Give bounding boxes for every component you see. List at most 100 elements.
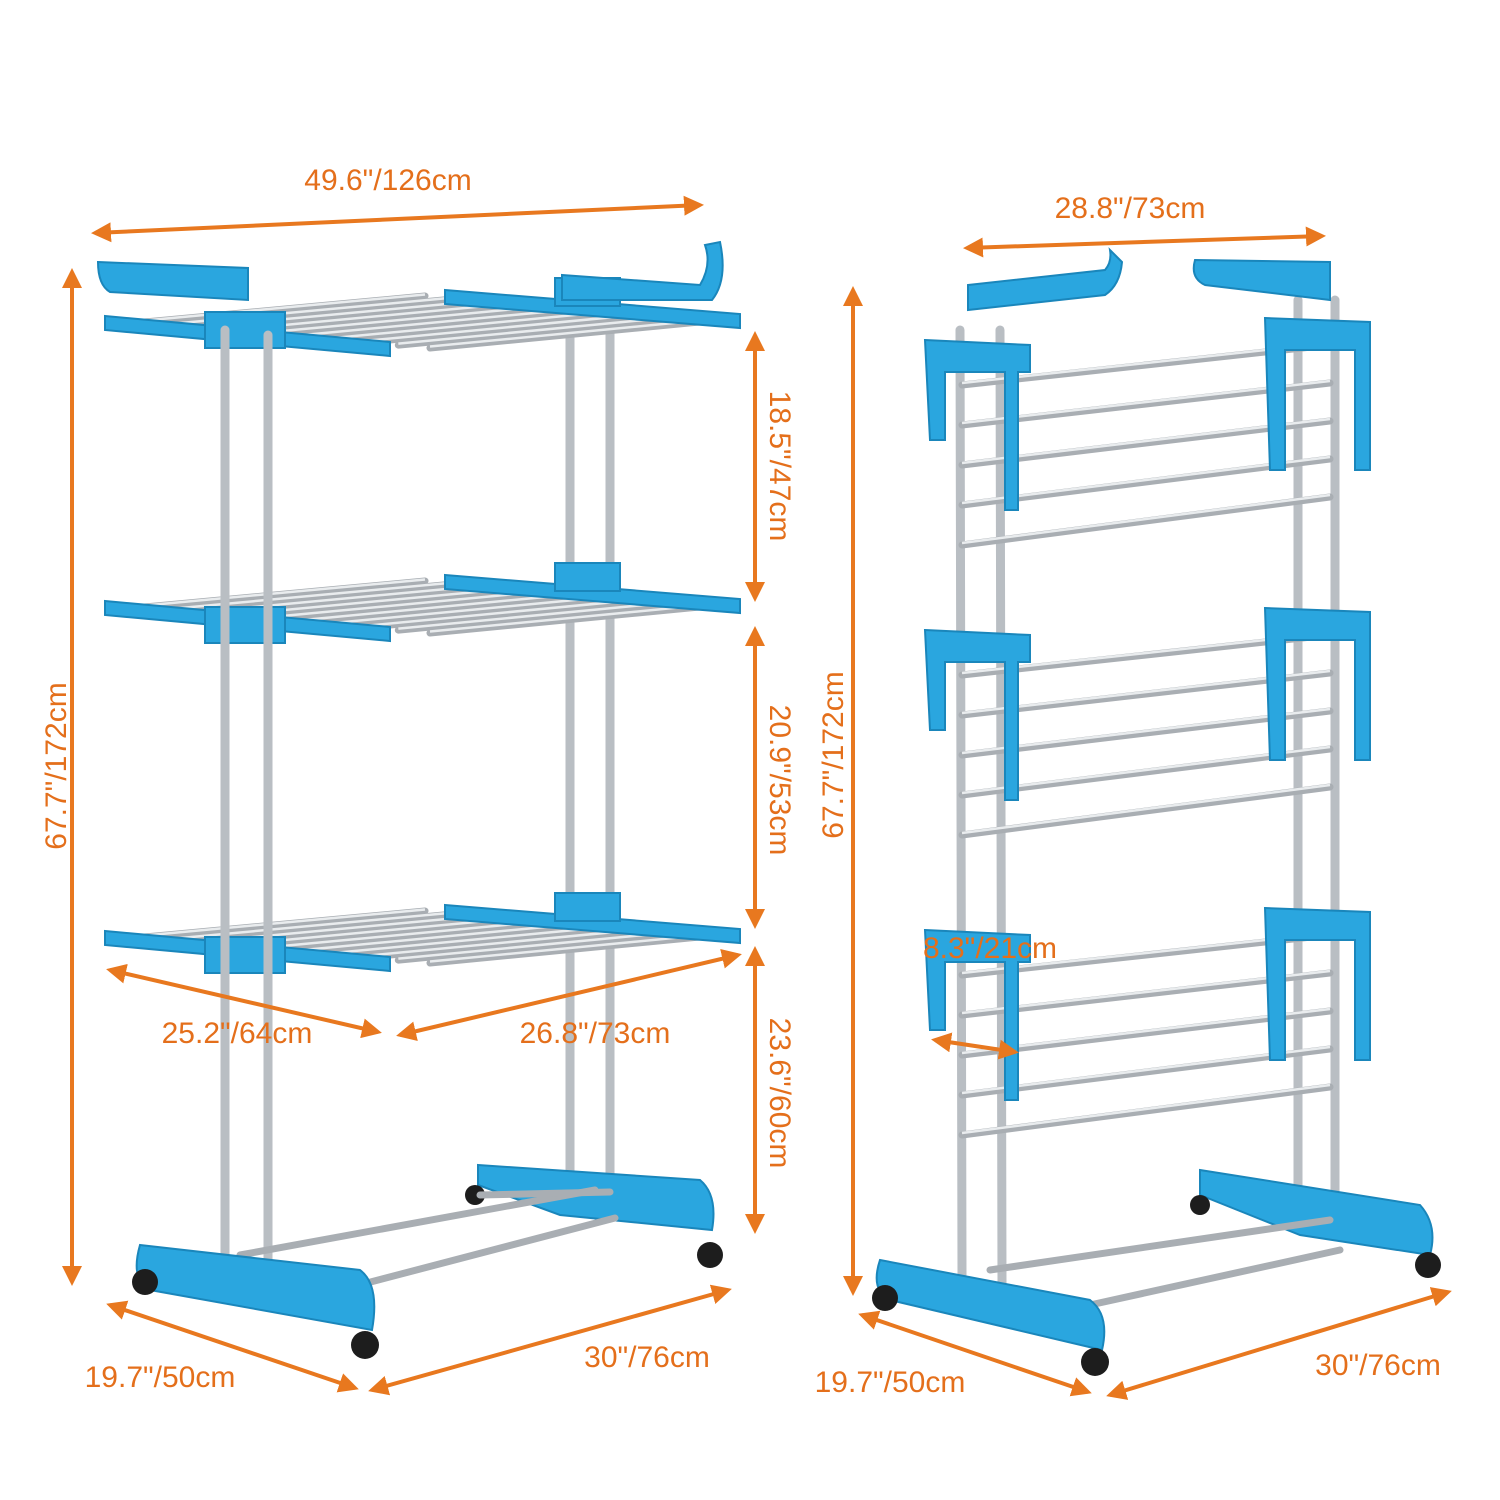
shelf-rail xyxy=(268,303,560,338)
base-rail xyxy=(336,1214,619,1294)
base-rail xyxy=(986,1216,1334,1274)
shelf-joint xyxy=(554,562,621,592)
wing-bracket xyxy=(923,338,1031,511)
shelf-rail xyxy=(268,918,560,953)
shelf-rail xyxy=(299,920,593,955)
label-tier-gap-top: 18.5"/47cm xyxy=(763,391,796,542)
shelf-rail-highlight xyxy=(144,293,426,322)
shelf-rail-highlight xyxy=(961,1083,1331,1135)
rack-foot-front xyxy=(135,1243,376,1332)
wheel xyxy=(872,1285,898,1311)
shelf-rail-highlight xyxy=(144,578,426,607)
shelf-side-arm xyxy=(444,903,741,945)
shelf-rail xyxy=(958,783,1334,839)
base-rail xyxy=(1086,1246,1344,1309)
wheel xyxy=(132,1269,158,1295)
dim-base-width-left xyxy=(368,1284,732,1396)
shelf-rail xyxy=(394,598,691,634)
dimension-lines xyxy=(62,195,1452,1400)
wheel xyxy=(697,1242,723,1268)
shelf-rail xyxy=(331,593,626,628)
shelf-rail xyxy=(958,1045,1334,1099)
shelf-joint xyxy=(204,606,286,644)
shelf-tier xyxy=(923,606,1371,839)
wheel xyxy=(1415,1252,1441,1278)
dimension-labels: 49.6"/126cm 67.7"/172cm 18.5"/47cm 20.9"… xyxy=(40,164,1441,1399)
shelf-rail xyxy=(958,1083,1334,1139)
rack-pole xyxy=(955,325,967,1280)
label-base-width-right: 30"/76cm xyxy=(1315,1349,1441,1382)
shelf-tier xyxy=(923,906,1371,1139)
dim-base-depth-right xyxy=(858,1310,1092,1397)
base-rail xyxy=(236,1186,599,1259)
label-base-depth-right: 19.7"/50cm xyxy=(815,1366,966,1399)
shelf-rail xyxy=(363,596,658,631)
shelf-rail-highlight xyxy=(961,745,1331,795)
shelf-rail xyxy=(363,311,658,346)
wheel xyxy=(351,1331,379,1359)
dim-base-width-right xyxy=(1106,1287,1452,1400)
shelf-side-arm xyxy=(444,288,741,330)
dim-folded-width xyxy=(963,226,1326,258)
wing-bracket xyxy=(1263,606,1371,761)
shelf-rail xyxy=(331,308,626,343)
wing-bracket xyxy=(923,628,1031,801)
shelf-rail-highlight xyxy=(144,908,426,937)
shelf-joint xyxy=(204,936,286,974)
label-shelf-width: 26.8"/73cm xyxy=(520,1017,671,1050)
wing-bracket xyxy=(1263,316,1371,471)
shelf-rail xyxy=(958,745,1334,799)
right-rack-illustration xyxy=(872,247,1441,1376)
shelf-rail xyxy=(299,590,593,625)
shelf-rail-highlight xyxy=(961,1045,1331,1095)
rack-foot-front xyxy=(875,1258,1106,1352)
dim-base-depth-left xyxy=(106,1300,359,1393)
label-total-height-left: 67.7"/172cm xyxy=(40,682,73,849)
wheel xyxy=(1081,1348,1109,1376)
shelf-tier xyxy=(104,562,741,644)
dim-wing-depth xyxy=(931,1032,1019,1060)
shelf-rail xyxy=(141,577,429,611)
shelf-rail-highlight xyxy=(961,493,1331,545)
label-total-height-right: 67.7"/172cm xyxy=(817,671,850,838)
wheel xyxy=(1190,1195,1210,1215)
shelf-tier xyxy=(104,892,741,974)
base-rail xyxy=(476,1188,614,1199)
label-shelf-depth: 25.2"/64cm xyxy=(162,1017,313,1050)
hanger-arm xyxy=(561,240,724,301)
rack-foot-back xyxy=(1199,1168,1434,1257)
dim-shelf-depth xyxy=(106,963,382,1039)
shelf-tier xyxy=(104,277,741,358)
shelf-rail-highlight xyxy=(961,455,1331,505)
shelf-rail xyxy=(141,292,429,326)
shelf-rail xyxy=(426,316,724,352)
shelf-rail xyxy=(958,455,1334,509)
shelf-rail xyxy=(236,300,527,335)
shelf-joint xyxy=(554,892,621,922)
shelf-rail xyxy=(394,313,691,349)
shelf-rail xyxy=(141,907,429,941)
shelf-joint xyxy=(204,311,286,349)
hanger-arm xyxy=(96,260,249,302)
label-overall-width: 49.6"/126cm xyxy=(304,164,471,197)
dim-shelf-width xyxy=(396,948,742,1042)
shelf-rail xyxy=(268,588,560,623)
shelf-rail-highlight xyxy=(961,783,1331,835)
shelf-tier xyxy=(923,316,1371,549)
wing-bracket xyxy=(1263,906,1371,1061)
shelf-rail xyxy=(426,601,724,637)
shelf-rail xyxy=(331,923,626,958)
label-wing-depth: 8.3"/21cm xyxy=(923,932,1057,965)
dim-overall-width xyxy=(91,195,704,243)
left-rack-illustration xyxy=(96,240,741,1359)
rack-pole xyxy=(995,325,1007,1290)
label-folded-width: 28.8"/73cm xyxy=(1055,192,1206,225)
wheel xyxy=(465,1185,485,1205)
shelf-rail xyxy=(299,305,593,340)
hanger-arm xyxy=(1192,258,1331,302)
shelf-side-arm xyxy=(444,573,741,615)
shelf-rail xyxy=(958,493,1334,549)
label-bottom-clearance: 23.6"/60cm xyxy=(763,1018,796,1169)
label-base-width-left: 30"/76cm xyxy=(584,1341,710,1374)
